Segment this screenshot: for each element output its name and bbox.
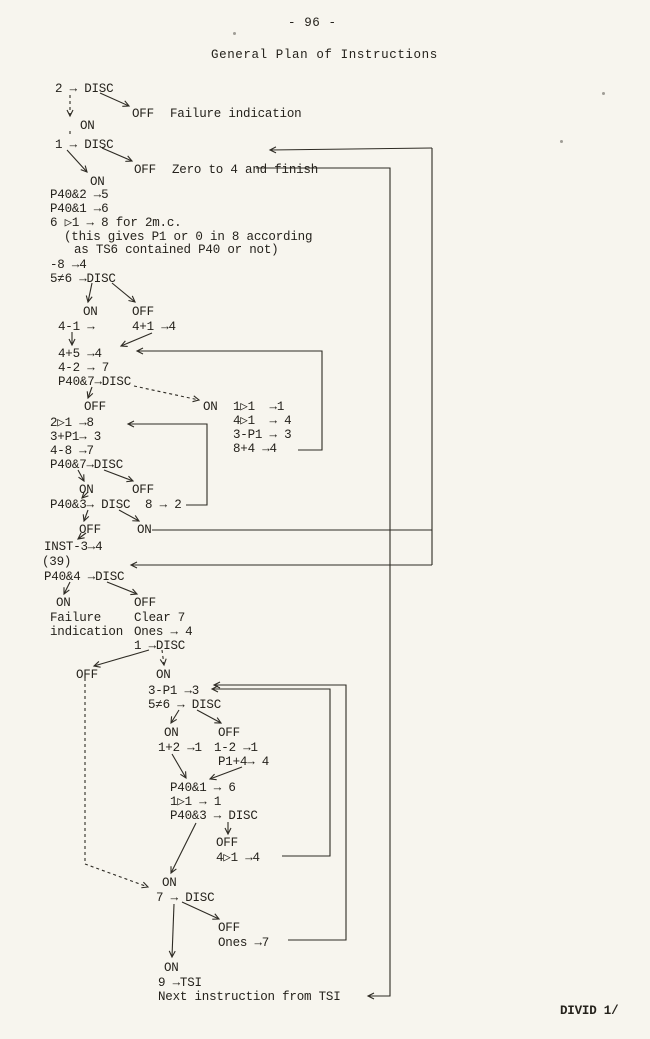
branch-off: OFF (218, 726, 240, 740)
branch-off: OFF (134, 596, 156, 610)
branch-on: ON (90, 175, 105, 189)
step-ones-to-7: Ones →7 (218, 936, 270, 950)
branch-off: OFF (132, 483, 154, 497)
step-minus-8-to-4: -8 →4 (50, 258, 87, 272)
step-clear-7: Clear 7 (134, 611, 186, 625)
scan-speck (560, 140, 563, 143)
footer-divid: DIVID 1/ (560, 1004, 619, 1018)
step-inst-minus-3-to-4: INST-3→4 (44, 540, 103, 554)
step-2-shift-to-8: 2▷1 →8 (50, 416, 94, 430)
branch-off: OFF (134, 163, 156, 177)
step-p40-1-to-6: P40&1 →6 (50, 202, 109, 216)
step-6-shift-to-8: 6 ▷1 → 8 for 2m.c. (50, 216, 182, 230)
step-1-shift-to-1: 1▷1 → 1 (170, 795, 222, 809)
branch-off: OFF (216, 836, 238, 850)
step-p40-2-to-5: P40&2 →5 (50, 188, 109, 202)
branch-on: ON (164, 726, 179, 740)
page-number: - 96 - (288, 16, 337, 30)
step-1-plus-2: 1+2 →1 (158, 741, 202, 755)
branch-on: ON (137, 523, 152, 537)
branch-off: OFF (132, 107, 154, 121)
step-p40-4-disc: P40&4 →DISC (44, 570, 125, 584)
branch-on: ON (79, 483, 94, 497)
step-p40-7-disc: P40&7→DISC (58, 375, 132, 389)
step-p40-1-to-6: P40&1 → 6 (170, 781, 236, 795)
step-p40-7-disc: P40&7→DISC (50, 458, 124, 472)
branch-off: OFF (79, 523, 101, 537)
branch-off: OFF (132, 305, 154, 319)
step-1-minus-2: 1-2 →1 (214, 741, 258, 755)
step-ones-to-4: Ones → 4 (134, 625, 193, 639)
step-next-instruction-tsi: Next instruction from TSI (158, 990, 341, 1004)
page-title: General Plan of Instructions (211, 48, 438, 62)
step-4-shift-to-4: 4▷1 → 4 (233, 414, 292, 428)
branch-on: ON (164, 961, 179, 975)
label-zero-to-4-finish: Zero to 4 and finish (172, 163, 319, 177)
note-line-1: (this gives P1 or 0 in 8 according (64, 230, 313, 244)
step-5ne6-disc: 5≠6 →DISC (50, 272, 116, 286)
branch-off: OFF (84, 400, 106, 414)
label-failure: Failure (50, 611, 102, 625)
step-4-plus-1: 4+1 →4 (132, 320, 176, 334)
label-indication: indication (50, 625, 124, 639)
branch-on: ON (80, 119, 95, 133)
note-line-2: as TS6 contained P40 or not) (74, 243, 279, 257)
branch-off: OFF (218, 921, 240, 935)
step-1-to-disc: 1 →DISC (134, 639, 186, 653)
step-4-plus-5: 4+5 →4 (58, 347, 102, 361)
branch-on: ON (56, 596, 71, 610)
step-p40-3-disc: P40&3→ DISC (50, 498, 131, 512)
scan-speck (233, 32, 236, 35)
step-7-to-disc: 7 → DISC (156, 891, 215, 905)
step-4-minus-2-to-7: 4-2 → 7 (58, 361, 110, 375)
step-1-shift-to-1: 1▷1 →1 (233, 400, 285, 414)
label-39: (39) (42, 555, 72, 569)
branch-on: ON (162, 876, 177, 890)
step-3-minus-p1: 3-P1 → 3 (233, 428, 292, 442)
step-3-minus-p1-to-3: 3-P1 →3 (148, 684, 200, 698)
step-4-minus-1: 4-1 → (58, 320, 95, 334)
branch-on: ON (203, 400, 218, 414)
step-p40-3-disc: P40&3 → DISC (170, 809, 258, 823)
step-1-to-disc: 1 → DISC (55, 138, 114, 152)
label-failure-indication: Failure indication (170, 107, 302, 121)
branch-off: OFF (76, 668, 98, 682)
step-8-to-2: 8 → 2 (145, 498, 182, 512)
step-8-plus-4: 8+4 →4 (233, 442, 277, 456)
step-4-shift-to-4: 4▷1 →4 (216, 851, 260, 865)
step-4-minus-8-to-7: 4-8 →7 (50, 444, 94, 458)
scan-speck (602, 92, 605, 95)
branch-on: ON (156, 668, 171, 682)
step-3-plus-p1: 3+P1→ 3 (50, 430, 102, 444)
branch-on: ON (83, 305, 98, 319)
step-9-to-tsi: 9 →TSI (158, 976, 202, 990)
step-p1-plus-4: P1+4→ 4 (218, 755, 270, 769)
step-5ne6-disc: 5≠6 → DISC (148, 698, 222, 712)
step-2-to-disc: 2 → DISC (55, 82, 114, 96)
